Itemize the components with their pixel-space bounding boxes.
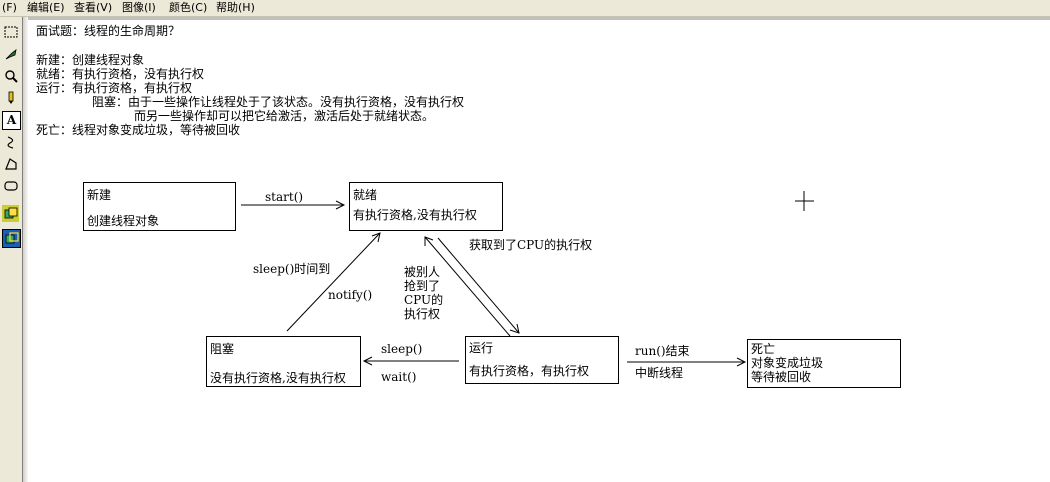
menu-help[interactable]: 帮助(H) bbox=[216, 1, 255, 14]
transparent-option-icon[interactable] bbox=[2, 229, 21, 248]
label-notify: notify() bbox=[328, 288, 373, 302]
state-running-title: 运行 bbox=[469, 341, 494, 355]
label-run-end: run()结束 bbox=[635, 344, 690, 358]
notes-line-ready: 就绪：有执行资格，没有执行权 bbox=[36, 67, 205, 81]
notes-line-blocked-2: 而另一些操作却可以把它给激活，激活后处于就绪状态。 bbox=[134, 109, 435, 123]
state-blocked-desc: 没有执行资格,没有执行权 bbox=[210, 371, 346, 385]
menu-edit[interactable]: 编辑(E) bbox=[27, 1, 65, 14]
menu-view[interactable]: 查看(V) bbox=[74, 1, 113, 14]
opaque-option-icon[interactable] bbox=[2, 205, 19, 222]
state-box-running: 运行 有执行资格，有执行权 bbox=[465, 336, 619, 384]
drawing-canvas[interactable] bbox=[28, 17, 1050, 482]
state-running-desc: 有执行资格，有执行权 bbox=[469, 364, 590, 378]
state-dead-title: 死亡 bbox=[751, 342, 776, 356]
state-box-new: 新建 创建线程对象 bbox=[83, 182, 236, 231]
menu-image[interactable]: 图像(I) bbox=[122, 1, 156, 14]
toolbox-divider bbox=[22, 17, 29, 482]
curve-tool-icon[interactable] bbox=[2, 133, 19, 150]
menu-file[interactable]: (F) bbox=[2, 1, 17, 14]
state-box-dead: 死亡 对象变成垃圾 等待被回收 bbox=[747, 339, 901, 388]
state-dead-desc-2: 等待被回收 bbox=[751, 370, 812, 384]
label-preempted-2: 抢到了 bbox=[404, 279, 441, 293]
notes-line-blocked-1: 阻塞：由于一些操作让线程处于了该状态。没有执行资格，没有执行权 bbox=[92, 95, 465, 109]
polygon-tool-icon[interactable] bbox=[2, 155, 19, 172]
state-ready-desc: 有执行资格,没有执行权 bbox=[353, 208, 477, 222]
menu-bar: (F) 编辑(E) 查看(V) 图像(I) 颜色(C) 帮助(H) bbox=[0, 0, 1050, 17]
notes-line-new: 新建：创建线程对象 bbox=[36, 53, 145, 67]
state-ready-title: 就绪 bbox=[353, 188, 378, 202]
notes-title: 面试题：线程的生命周期？ bbox=[36, 24, 181, 38]
label-start: start() bbox=[265, 190, 304, 204]
state-blocked-title: 阻塞 bbox=[210, 342, 235, 356]
label-preempted-3: CPU的 bbox=[404, 293, 444, 307]
canvas-top-border bbox=[28, 17, 1050, 20]
toolbox: A bbox=[0, 17, 23, 482]
state-new-desc: 创建线程对象 bbox=[87, 214, 160, 228]
label-get-cpu: 获取到了CPU的执行权 bbox=[469, 238, 593, 252]
state-box-ready: 就绪 有执行资格,没有执行权 bbox=[349, 182, 503, 231]
label-sleep-timeout: sleep()时间到 bbox=[253, 262, 331, 276]
rounded-rect-tool-icon[interactable] bbox=[2, 177, 19, 194]
state-new-title: 新建 bbox=[87, 188, 112, 202]
state-dead-desc-1: 对象变成垃圾 bbox=[751, 356, 824, 370]
label-sleep: sleep() bbox=[381, 342, 423, 356]
label-wait: wait() bbox=[381, 370, 417, 384]
color-picker-icon[interactable] bbox=[2, 45, 19, 62]
label-interrupt: 中断线程 bbox=[635, 366, 684, 380]
rect-select-icon[interactable] bbox=[2, 23, 19, 40]
pencil-icon[interactable] bbox=[2, 89, 19, 106]
state-box-blocked: 阻塞 没有执行资格,没有执行权 bbox=[206, 336, 361, 387]
label-preempted-4: 执行权 bbox=[404, 307, 441, 321]
label-preempted-1: 被别人 bbox=[404, 265, 441, 279]
magnifier-icon[interactable] bbox=[2, 67, 19, 84]
notes-line-running: 运行：有执行资格，有执行权 bbox=[36, 81, 193, 95]
text-tool-icon[interactable]: A bbox=[2, 111, 21, 130]
menu-colors[interactable]: 颜色(C) bbox=[169, 1, 208, 14]
notes-line-dead: 死亡：线程对象变成垃圾，等待被回收 bbox=[36, 123, 241, 137]
